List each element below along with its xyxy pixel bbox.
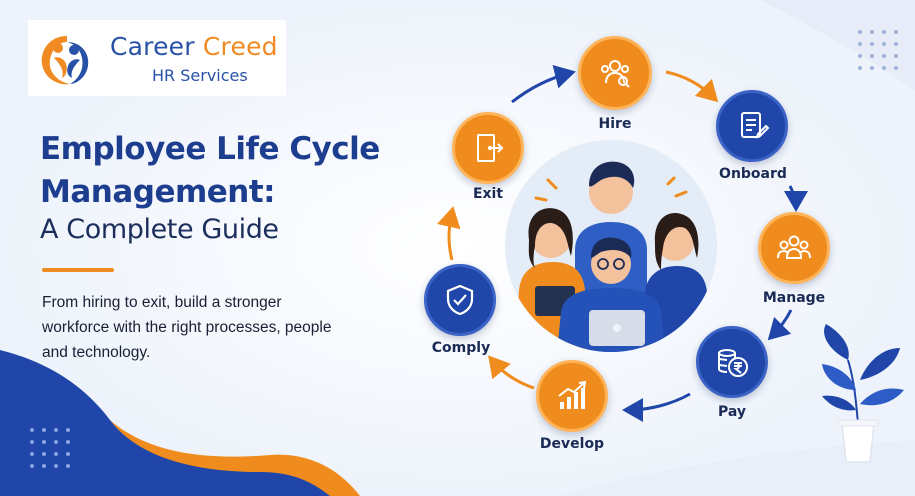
document-edit-icon — [741, 112, 770, 139]
title-line-2: Management: — [40, 174, 276, 210]
stage-manage-label: Manage — [762, 290, 826, 306]
team-illustration — [505, 140, 717, 352]
stage-hire-label: Hire — [598, 116, 632, 132]
stage-develop-label: Develop — [539, 436, 605, 452]
stage-manage-node[interactable] — [758, 212, 830, 284]
rupee-coins-icon — [718, 349, 748, 377]
stage-onboard-node[interactable] — [716, 90, 788, 162]
brand-name: Career Creed — [110, 32, 278, 61]
shield-check-icon — [446, 284, 474, 316]
stage-pay-label: Pay — [717, 404, 747, 420]
stage-comply-node[interactable] — [424, 264, 496, 336]
career-creed-logo-icon — [41, 36, 89, 85]
recruit-icon — [601, 60, 630, 88]
stage-hire-node[interactable] — [578, 36, 652, 110]
plant-illustration — [822, 324, 904, 463]
page-description: From hiring to exit, build a stronger wo… — [42, 294, 332, 361]
growth-chart-icon — [558, 380, 587, 409]
dot-grid-bottom-left — [30, 428, 70, 468]
stage-exit-label: Exit — [472, 186, 504, 202]
stage-pay-node[interactable] — [696, 326, 768, 398]
stage-onboard-label: Onboard — [719, 166, 787, 182]
brand-logo[interactable]: Career Creed HR Services — [28, 20, 286, 96]
stage-comply-label: Comply — [431, 340, 491, 356]
page-subtitle: A Complete Guide — [40, 214, 279, 245]
page-title: Employee Life Cycle Management: — [40, 128, 380, 214]
dot-grid-top-right — [858, 30, 898, 70]
brand-tagline: HR Services — [152, 66, 248, 85]
team-icon — [777, 235, 811, 259]
title-line-1: Employee Life Cycle — [40, 131, 380, 167]
stage-develop-node[interactable] — [536, 360, 608, 432]
stage-exit-node[interactable] — [452, 112, 524, 184]
title-underline — [42, 268, 114, 272]
exit-door-icon — [477, 134, 504, 162]
